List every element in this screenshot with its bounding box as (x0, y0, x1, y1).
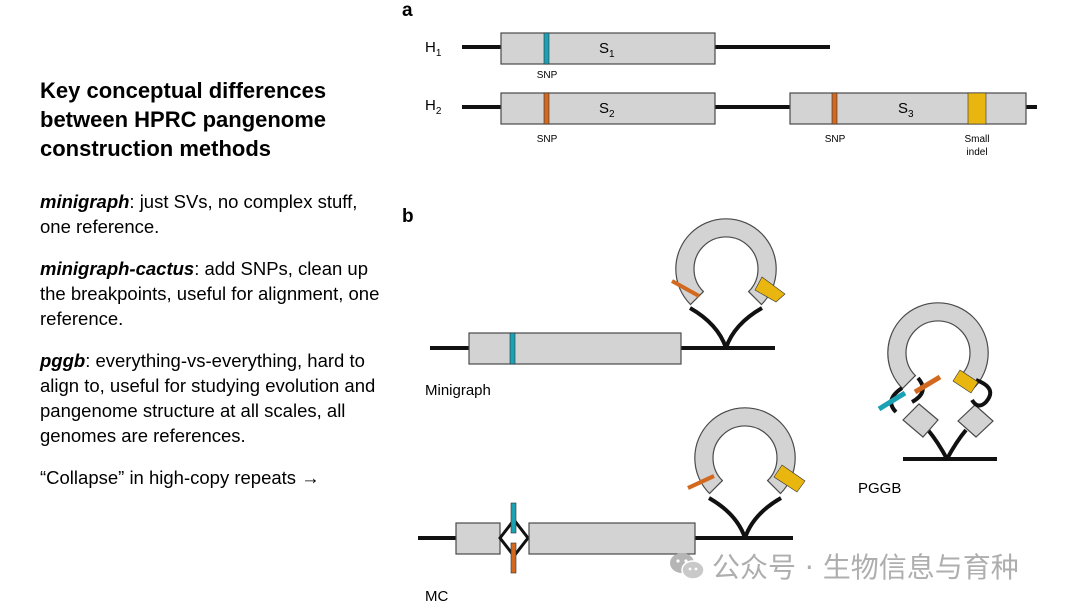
s3-label: S3 (898, 100, 914, 120)
mc-indel-yellow (773, 464, 806, 493)
panel-title: Key conceptual differences between HPRC … (40, 78, 327, 161)
segment-s1 (500, 32, 716, 65)
pggb-paragraph: pggb: everything-vs-everything, hard to … (40, 348, 385, 448)
mc-branch-left (708, 496, 747, 539)
minigraph-graph (430, 218, 786, 365)
minigraph-branch-left (689, 306, 728, 349)
snp-teal-s1 (543, 32, 550, 65)
collapse-note: “Collapse” in high-copy repeats → (40, 467, 320, 488)
snp-label-1: SNP (537, 70, 558, 81)
minigraph-segment (468, 332, 682, 365)
mc-segment-small (455, 522, 501, 555)
mc-bubble (498, 517, 530, 559)
wechat-icon (668, 551, 706, 581)
h1-label: H1 (425, 39, 442, 59)
panel-b-label: b (402, 206, 414, 227)
pggb-twist-right (970, 378, 993, 408)
pggb-name: pggb (40, 350, 86, 371)
segment-s2 (500, 92, 716, 125)
pggb-stem-left (926, 428, 949, 460)
h2-label: H2 (425, 97, 442, 117)
pggb-label: PGGB (858, 480, 901, 497)
indel-yellow-s3 (967, 92, 987, 125)
minigraph-snp-teal (509, 332, 516, 365)
mc-snp-orange (510, 542, 517, 574)
panel-a-label: a (402, 0, 413, 21)
mc-snp-teal (510, 502, 517, 534)
minigraph-desc: : just SVs, no complex stuff, one refere… (40, 191, 358, 237)
pggb-snp-orange (913, 374, 942, 395)
mc-graph (418, 407, 806, 574)
mc-segment-large (528, 522, 696, 555)
minigraph-label: Minigraph (425, 382, 491, 399)
text-panel: Key conceptual differences between HPRC … (40, 76, 385, 507)
snp-orange-s2 (543, 92, 550, 125)
pggb-snp-teal (877, 390, 907, 412)
snp-label-2: SNP (537, 134, 558, 145)
pggb-desc: : everything-vs-everything, hard to alig… (40, 350, 376, 446)
segment-s3 (789, 92, 1027, 125)
s1-label: S1 (599, 40, 615, 60)
minigraph-branch-right (724, 306, 763, 349)
snp-orange-s3 (831, 92, 838, 125)
watermark: 公众号 · 生物信息与育种 (668, 546, 1019, 586)
pggb-graph (877, 302, 997, 461)
mc-branch-right (743, 496, 782, 539)
minigraph-snp-orange (671, 279, 700, 298)
minigraph-indel-yellow (754, 276, 786, 303)
minigraph-name: minigraph (40, 191, 130, 212)
pggb-block-left (902, 403, 939, 438)
indel-label-line1: Small (964, 134, 989, 145)
mc-paragraph: minigraph-cactus: add SNPs, clean up the… (40, 256, 385, 331)
pggb-indel-yellow (952, 369, 979, 394)
pggb-block-right (957, 404, 994, 438)
mc-desc: : add SNPs, clean up the breakpoints, us… (40, 258, 380, 329)
watermark-text: 公众号 · 生物信息与育种 (712, 551, 1019, 584)
mc-label: MC (425, 588, 448, 605)
pggb-stem-right (945, 428, 968, 460)
minigraph-paragraph: minigraph: just SVs, no complex stuff, o… (40, 189, 385, 239)
snp-label-3: SNP (825, 134, 846, 145)
mc-name: minigraph-cactus (40, 258, 195, 279)
indel-label-line2: indel (966, 147, 987, 158)
s2-label: S2 (599, 100, 615, 120)
mc-snp-orange-loop (687, 474, 715, 490)
